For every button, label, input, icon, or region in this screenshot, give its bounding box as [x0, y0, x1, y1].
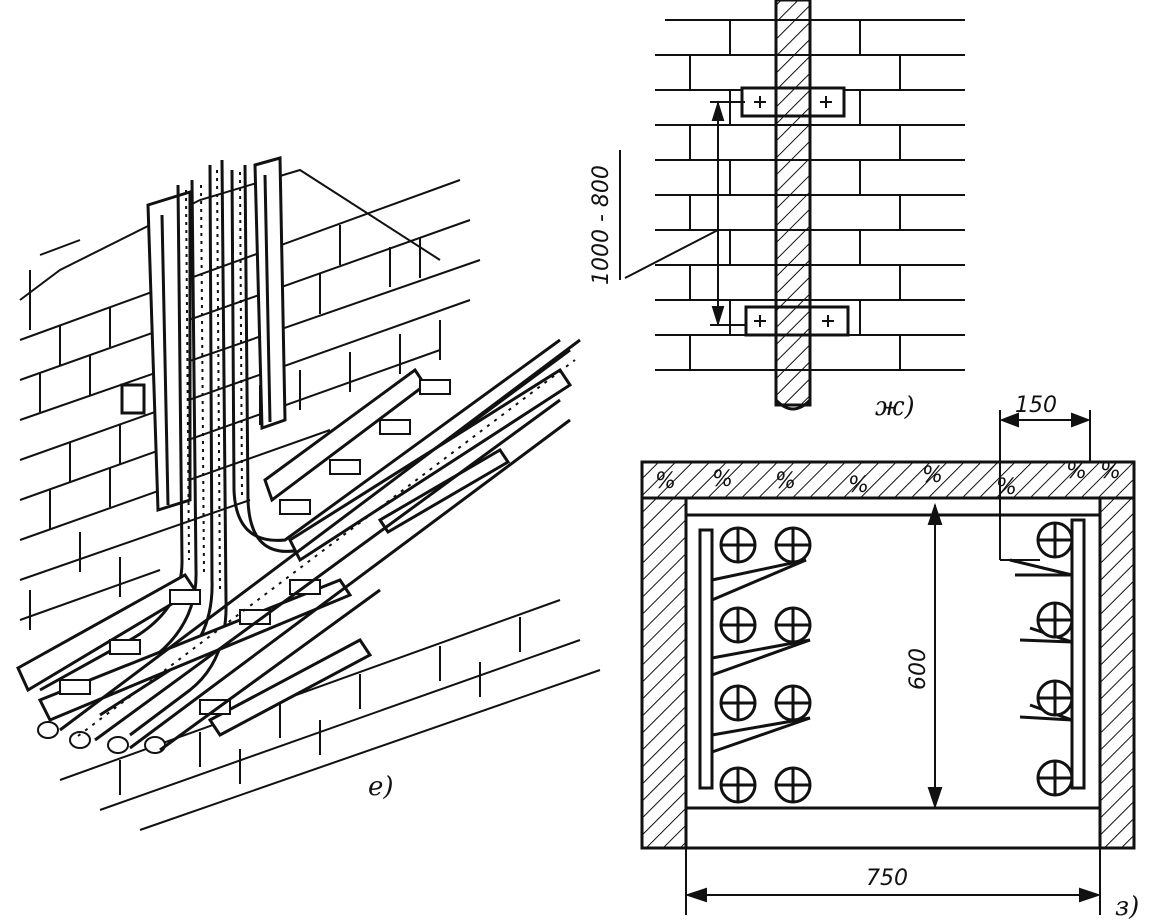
cable [1036, 601, 1074, 639]
svg-text:%: % [655, 469, 676, 494]
clamp-bolts [754, 96, 834, 327]
cable [774, 766, 812, 804]
left-cable-rack [698, 528, 811, 790]
svg-text:%: % [712, 467, 733, 492]
left-wall [640, 496, 688, 850]
cable [774, 526, 812, 564]
svg-text:%: % [775, 469, 796, 494]
panel-z-label: з) [1115, 892, 1139, 922]
svg-text:%: % [1100, 459, 1121, 484]
clamp-spacing-label: 1000 - 800 [589, 165, 614, 285]
cable [719, 526, 757, 564]
right-wall [1098, 496, 1136, 850]
width-label: 750 [866, 866, 908, 891]
panel-e-label: е) [368, 772, 394, 802]
cable-ends [37, 721, 166, 754]
svg-text:%: % [848, 473, 869, 498]
brick-wall [19, 168, 601, 831]
panel-e-perspective-view: е) [16, 156, 601, 831]
vertical-cable [774, 0, 812, 407]
panel-zh-front-view: 1000 - 800 ж) [589, 0, 965, 422]
cable [1036, 679, 1074, 717]
svg-text:%: % [996, 475, 1017, 500]
vertical-cables [39, 159, 571, 737]
channel-cables [719, 521, 1074, 804]
cable [1036, 521, 1074, 559]
offset-label: 150 [1015, 393, 1057, 418]
cable [774, 606, 812, 644]
right-cable-rack [1009, 518, 1086, 790]
top-slab [640, 460, 1136, 500]
wall-ruler-marks [29, 239, 81, 330]
svg-text:%: % [1066, 459, 1087, 484]
height-label: 600 [906, 648, 931, 690]
height-dimension [927, 502, 943, 810]
cable [719, 606, 757, 644]
svg-text:%: % [922, 463, 943, 488]
cable [774, 684, 812, 722]
width-dimension [684, 848, 1102, 915]
panel-z-cross-section: % % % % % % % % [640, 393, 1139, 922]
cable [1036, 759, 1074, 797]
cable [719, 766, 757, 804]
clamp-spacing-dimension [619, 100, 745, 327]
cable [719, 684, 757, 722]
offset-dimension [999, 410, 1091, 561]
horizontal-cable-trays [16, 367, 573, 737]
panel-zh-label: ж) [875, 392, 915, 422]
tray-brackets [59, 379, 451, 715]
slab-marks: % % % % % % % % [655, 459, 1121, 500]
horizontal-cables [59, 338, 581, 752]
